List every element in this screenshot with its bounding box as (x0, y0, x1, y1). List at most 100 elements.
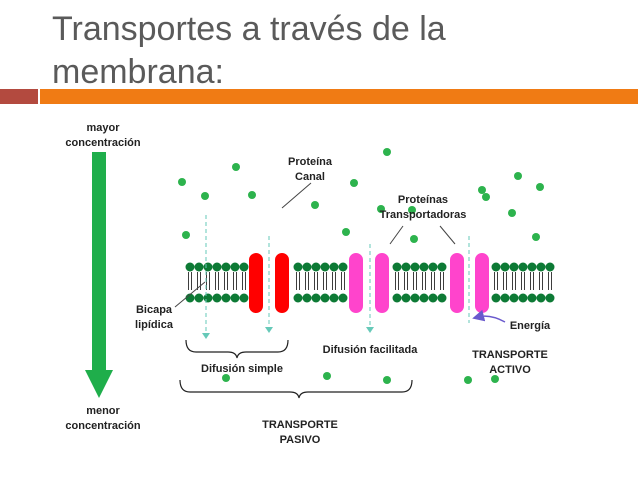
solute-particle (408, 206, 416, 214)
carrier-protein-active (450, 253, 489, 313)
label-menor-line1: menor (86, 405, 120, 417)
lipid-head-bottom (491, 293, 501, 303)
gradient-arrow-shaft (92, 152, 106, 370)
lipid-head-top (401, 262, 411, 272)
braces (179, 339, 413, 399)
lipid-head-top (185, 262, 195, 272)
title-accent-bar-right (40, 89, 638, 104)
label-menor-line2: concentración (65, 420, 141, 432)
lipid-head-top (410, 262, 420, 272)
lipid-head-bottom (545, 293, 555, 303)
lipid-head-top (320, 262, 330, 272)
lipid-head-bottom (212, 293, 222, 303)
lipid-head-top (329, 262, 339, 272)
solute-particle (491, 375, 499, 383)
lipid-head-top (509, 262, 519, 272)
lipid-head-bottom (239, 293, 249, 303)
lipid-head-top (518, 262, 528, 272)
solute-particle (323, 372, 331, 380)
label-mayor-line1: mayor (86, 122, 120, 134)
carrier-protein-facilitated (349, 253, 389, 313)
label-mayor-line2: concentración (65, 137, 141, 149)
brace-transporte-pasivo (179, 379, 413, 399)
lipid-bilayer (185, 262, 555, 303)
label-menor-concentracion: menor concentración (58, 404, 148, 434)
label-bicapa-lipidica: Bicapa lipídica (124, 303, 184, 333)
lipid-head-bottom (392, 293, 402, 303)
lipid-head-bottom (509, 293, 519, 303)
solute-particle (311, 201, 319, 209)
lipid-head-bottom (410, 293, 420, 303)
solute-particle (178, 178, 186, 186)
lipid-head-bottom (302, 293, 312, 303)
label-transporte-activo: TRANSPORTE ACTIVO (460, 348, 560, 378)
lipid-head-top (230, 262, 240, 272)
label-proteinas-transportadoras: Proteínas Transportadoras (368, 193, 478, 223)
solute-particle (232, 163, 240, 171)
slide-title: Transportes a través de la membrana: (52, 10, 446, 91)
lipid-head-top (221, 262, 231, 272)
brace-difusion-simple (185, 339, 289, 359)
lipid-head-bottom (338, 293, 348, 303)
label-difusion-facilitada: Difusión facilitada (322, 344, 418, 356)
lipid-head-bottom (194, 293, 204, 303)
lipid-head-top (428, 262, 438, 272)
label-transporte-pasivo-line2: PASIVO (279, 434, 321, 446)
lipid-head-bottom (536, 293, 546, 303)
lipid-head-top (212, 262, 222, 272)
lipid-head-top (527, 262, 537, 272)
solute-particle (222, 374, 230, 382)
lipid-head-bottom (401, 293, 411, 303)
label-bicapa-line2: lipídica (135, 319, 173, 331)
lipid-head-bottom (320, 293, 330, 303)
lipid-head-top (500, 262, 510, 272)
lipid-head-bottom (329, 293, 339, 303)
solute-particle (182, 231, 190, 239)
lipid-head-top (536, 262, 546, 272)
label-difusion-simple: Difusión simple (201, 363, 283, 375)
lipid-head-top (239, 262, 249, 272)
lipid-head-top (338, 262, 348, 272)
lipid-head-bottom (311, 293, 321, 303)
lipid-head-bottom (527, 293, 537, 303)
channel-protein (249, 253, 289, 313)
pointer-lines (174, 182, 456, 308)
lipid-head-top (437, 262, 447, 272)
solute-particle (514, 172, 522, 180)
label-energia: Energía (509, 320, 551, 332)
solute-particle (478, 186, 486, 194)
solute-particle (342, 228, 350, 236)
solute-particles (178, 148, 544, 384)
label-proteina-canal: Proteína Canal (275, 155, 345, 185)
lipid-head-bottom (203, 293, 213, 303)
label-mayor-concentracion: mayor concentración (58, 121, 148, 151)
lipid-head-bottom (437, 293, 447, 303)
lipid-head-top (392, 262, 402, 272)
gradient-arrow-head (85, 370, 113, 398)
label-proteina-canal-line2: Canal (295, 171, 325, 183)
title-accent-bar-left (0, 89, 38, 104)
solute-particle (248, 191, 256, 199)
solute-particle (377, 205, 385, 213)
lipid-head-bottom (293, 293, 303, 303)
solute-particle (201, 192, 209, 200)
lipid-head-top (311, 262, 321, 272)
lipid-head-top (545, 262, 555, 272)
label-transporte-activo-line2: ACTIVO (489, 364, 531, 376)
lipid-head-top (419, 262, 429, 272)
solute-particle (536, 183, 544, 191)
lipid-head-top (194, 262, 204, 272)
solute-particle (532, 233, 540, 241)
label-bicapa-line1: Bicapa (135, 304, 173, 316)
lipid-head-top (302, 262, 312, 272)
energy-arrow (472, 309, 506, 323)
transport-pathways (205, 215, 470, 333)
lipid-head-bottom (500, 293, 510, 303)
lipid-head-bottom (428, 293, 438, 303)
solute-particle (410, 235, 418, 243)
lipid-head-bottom (230, 293, 240, 303)
lipid-head-bottom (518, 293, 528, 303)
label-proteinas-transp-line1: Proteínas (397, 194, 449, 206)
lipid-head-bottom (419, 293, 429, 303)
